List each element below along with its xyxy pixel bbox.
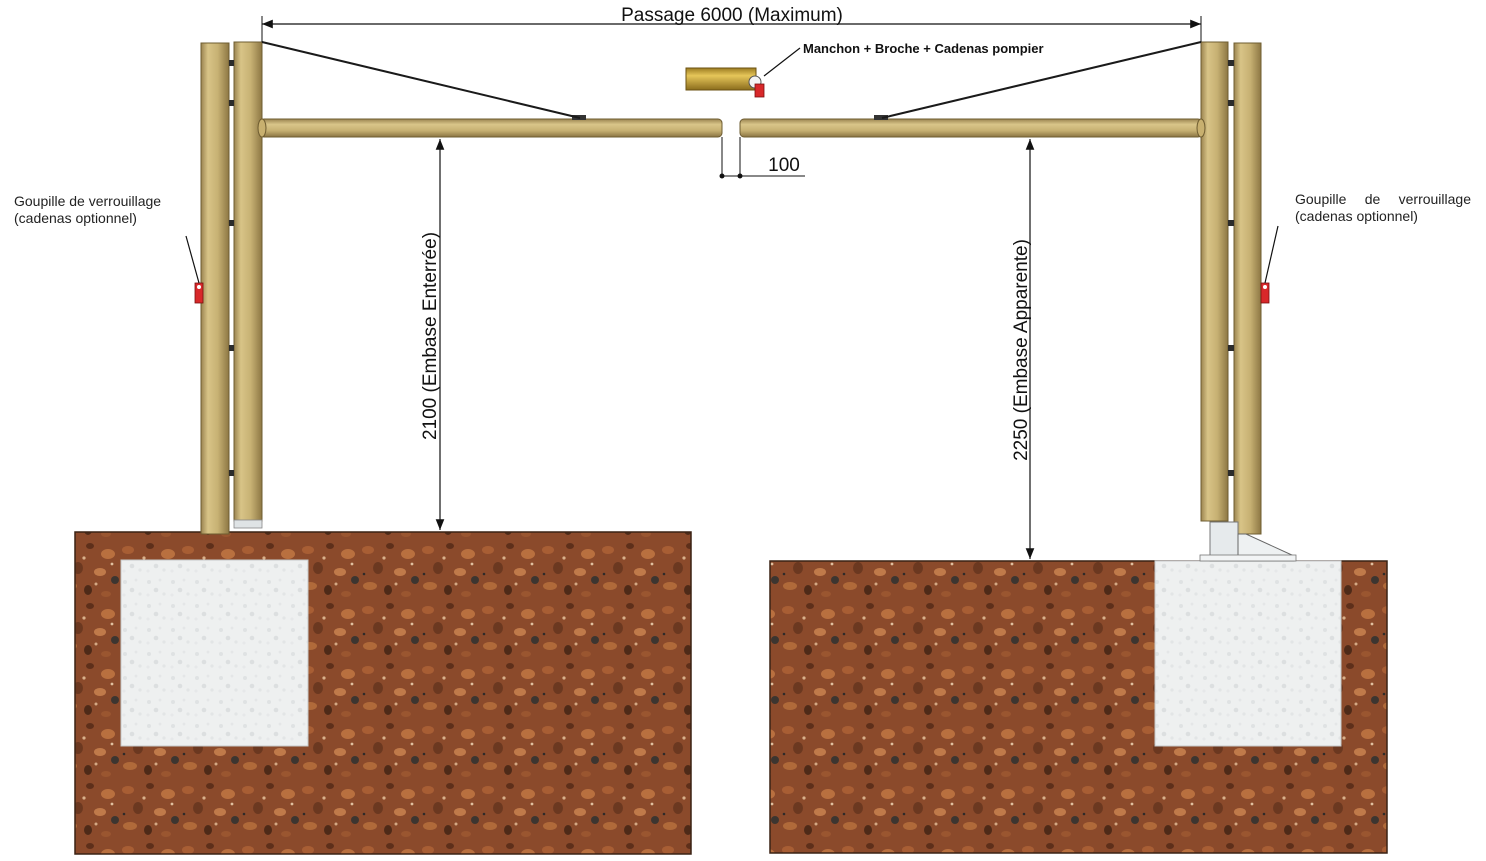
left-locking-pin [194, 282, 204, 304]
right-locking-pin [1260, 282, 1270, 304]
right-post-assembly [1199, 41, 1297, 562]
right-pin-label-line1: Goupille de verrouillage [1295, 191, 1471, 207]
right-inner-post [1200, 41, 1229, 522]
left-pin-label-line1: Goupille de verrouillage [14, 193, 162, 209]
left-pin-label: Goupille de verrouillage (cadenas option… [14, 193, 161, 227]
right-concrete-footing [1154, 560, 1342, 747]
sleeve-label: Manchon + Broche + Cadenas pompier [803, 41, 1044, 56]
gap-dimension-label: 100 [768, 155, 800, 176]
left-outer-post [200, 42, 230, 535]
left-tension-cable [261, 41, 581, 119]
left-beam [257, 115, 723, 138]
left-inner-post [233, 41, 263, 522]
right-outer-post [1233, 42, 1262, 535]
right-pin-label: Goupille de verrouillage (cadenas option… [1295, 191, 1471, 225]
left-concrete-footing [120, 559, 309, 747]
right-beam [739, 115, 1206, 138]
left-height-dimension-label: 2100 (Embase Enterrée) [420, 232, 441, 440]
sleeve-pin-padlock [685, 67, 765, 98]
right-pin-leader-line [1264, 225, 1279, 284]
left-pin-leader-line [185, 235, 200, 284]
sleeve-leader-line [763, 47, 801, 77]
left-post-assembly [194, 41, 263, 535]
right-height-dimension-label: 2250 (Embase Apparente) [1011, 239, 1032, 461]
passage-dimension-label: Passage 6000 (Maximum) [621, 5, 843, 26]
gap-dimension [719, 137, 805, 179]
left-pin-label-line2: (cadenas optionnel) [14, 210, 137, 226]
right-tension-cable [881, 41, 1202, 119]
right-ground-block [769, 560, 1388, 854]
right-pin-label-line2: (cadenas optionnel) [1295, 208, 1418, 224]
left-ground-block [74, 531, 692, 855]
